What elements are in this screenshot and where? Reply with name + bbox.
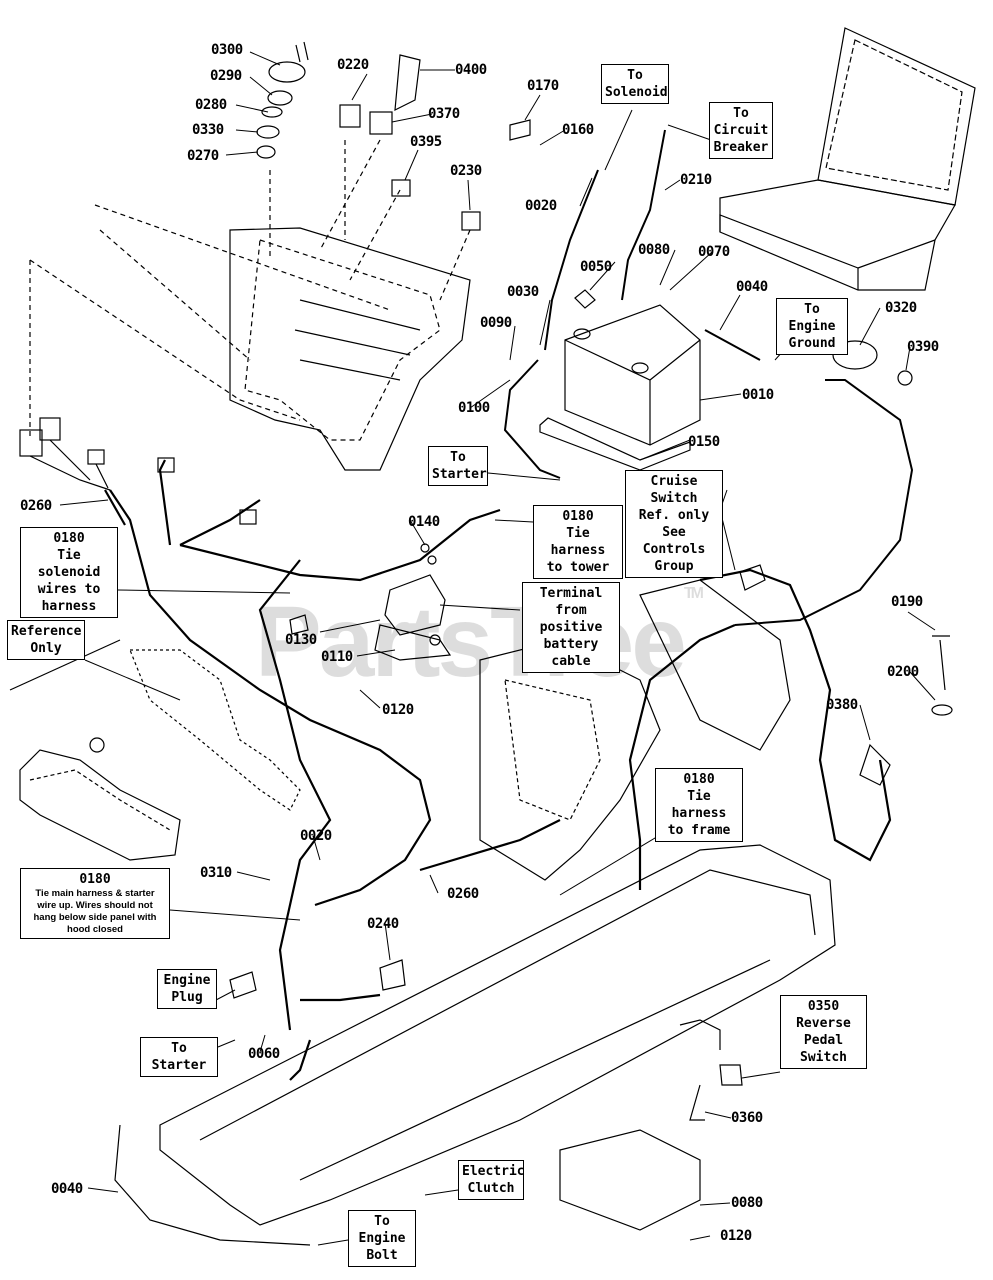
part-0220: 0220 xyxy=(337,57,369,73)
seat xyxy=(719,27,976,291)
headlight-assembly xyxy=(19,649,301,861)
part-0360: 0360 xyxy=(731,1110,763,1126)
part-0020-bottom: 0020 xyxy=(300,828,332,844)
part-0010: 0010 xyxy=(742,387,774,403)
leader-dashes xyxy=(29,139,471,440)
part-0200: 0200 xyxy=(887,664,919,680)
part-0190: 0190 xyxy=(891,594,923,610)
part-0070: 0070 xyxy=(698,244,730,260)
part-0120-bottom: 0120 xyxy=(720,1228,752,1244)
part-0040-bottom: 0040 xyxy=(51,1181,83,1197)
part-0270: 0270 xyxy=(187,148,219,164)
part-0090: 0090 xyxy=(480,315,512,331)
part-0140: 0140 xyxy=(408,514,440,530)
part-0030: 0030 xyxy=(507,284,539,300)
part-0280: 0280 xyxy=(195,97,227,113)
misc-parts xyxy=(9,119,953,1246)
part-0320: 0320 xyxy=(885,300,917,316)
solenoid xyxy=(374,543,452,661)
part-0380: 0380 xyxy=(826,697,858,713)
part-0400: 0400 xyxy=(455,62,487,78)
part-0210: 0210 xyxy=(680,172,712,188)
part-0150: 0150 xyxy=(688,434,720,450)
dash-tower xyxy=(229,227,471,471)
part-0300: 0300 xyxy=(211,42,243,58)
part-0050: 0050 xyxy=(580,259,612,275)
watermark: PartsTreeTM xyxy=(255,585,704,698)
part-0120-mid: 0120 xyxy=(382,702,414,718)
part-0100: 0100 xyxy=(458,400,490,416)
part-0330: 0330 xyxy=(192,122,224,138)
part-0260-bottom: 0260 xyxy=(447,886,479,902)
part-0130: 0130 xyxy=(285,632,317,648)
part-0370: 0370 xyxy=(428,106,460,122)
battery-cables xyxy=(503,129,914,626)
part-0390: 0390 xyxy=(907,339,939,355)
harness-connectors xyxy=(19,417,257,525)
part-0160: 0160 xyxy=(562,122,594,138)
part-0110: 0110 xyxy=(321,649,353,665)
part-0230: 0230 xyxy=(450,163,482,179)
part-0170: 0170 xyxy=(527,78,559,94)
part-0020-top: 0020 xyxy=(525,198,557,214)
part-0290: 0290 xyxy=(210,68,242,84)
battery xyxy=(539,304,701,471)
part-0080-top: 0080 xyxy=(638,242,670,258)
part-0395: 0395 xyxy=(410,134,442,150)
main-harness xyxy=(104,459,892,1081)
part-0060: 0060 xyxy=(248,1046,280,1062)
part-0080-bottom: 0080 xyxy=(731,1195,763,1211)
part-0040-top: 0040 xyxy=(736,279,768,295)
part-0260-top: 0260 xyxy=(20,498,52,514)
callout-leaders xyxy=(59,51,936,1246)
tractor-frame xyxy=(159,579,836,1231)
part-0310: 0310 xyxy=(200,865,232,881)
part-0240: 0240 xyxy=(367,916,399,932)
callout-to-starter-bottom: To Starter xyxy=(140,1037,218,1077)
